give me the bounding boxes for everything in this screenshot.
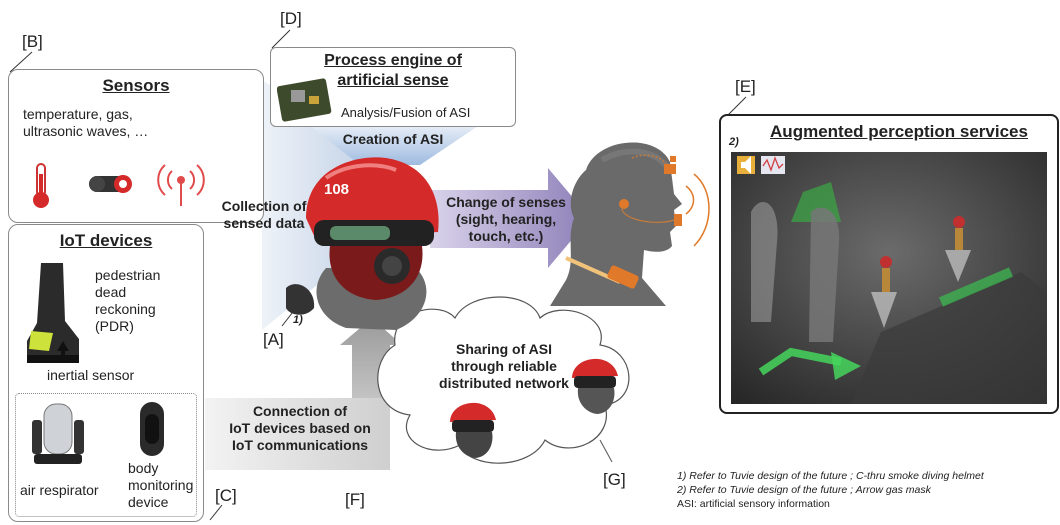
- wearables-subbox: air respirator body monitoring device: [15, 393, 197, 517]
- collection-line2: sensed data: [223, 215, 305, 231]
- inertial-pointer: [57, 341, 69, 363]
- iot-devices-box: IoT devices pedestrian dead reckoning (P…: [8, 224, 204, 522]
- footnote-1: 1) Refer to Tuvie design of the future ;…: [677, 470, 984, 482]
- pdr-line3: reckoning: [95, 301, 156, 317]
- sharing-line1: Sharing of ASI: [456, 341, 552, 357]
- body-line1: body: [128, 460, 159, 476]
- footnote-3: ASI: artificial sensory information: [677, 498, 830, 510]
- sensors-desc-line1: temperature, gas,: [23, 106, 133, 122]
- process-sub: Analysis/Fusion of ASI: [341, 105, 471, 120]
- pdr-line2: dead: [95, 284, 127, 300]
- sharing-line3: distributed network: [439, 375, 569, 391]
- helmet-number: 108: [324, 181, 349, 198]
- air-respirator-label: air respirator: [20, 482, 99, 498]
- pdr-line1: pedestrian: [95, 267, 161, 283]
- sharing-line2: through reliable: [451, 358, 557, 374]
- smoke-scene-image: [731, 152, 1047, 404]
- change-line2: (sight, hearing,: [455, 211, 557, 227]
- inertial-sensor-label: inertial sensor: [47, 367, 135, 383]
- g-leader: [599, 439, 613, 463]
- sensors-box: Sensors temperature, gas, ultrasonic wav…: [8, 69, 264, 223]
- label-d: [D]: [280, 9, 302, 28]
- augmented-box: 2) Augmented perception services: [719, 114, 1059, 414]
- process-title-line2: artificial sense: [337, 72, 449, 89]
- c-leader: [209, 504, 223, 521]
- network-helmet-2: [572, 358, 618, 414]
- pdr-line4: (PDR): [95, 318, 134, 334]
- gas-sensor-icon: [89, 175, 132, 193]
- creation-fan: [300, 118, 490, 165]
- change-arrow: [430, 168, 590, 268]
- label-a: [A]: [263, 330, 284, 349]
- air-respirator-icon: [32, 403, 84, 464]
- sensor-icons: [33, 163, 205, 208]
- label-b: [B]: [22, 32, 43, 51]
- label-f: [F]: [345, 490, 365, 509]
- augmented-title: Augmented perception services: [770, 122, 1028, 141]
- augmented-marker: 2): [729, 136, 739, 148]
- body-line2: monitoring: [128, 477, 194, 493]
- thermometer-icon: [33, 163, 49, 208]
- sense-wave: [693, 173, 710, 247]
- head-silhouette: [550, 142, 695, 306]
- sensors-title: Sensors: [102, 76, 170, 95]
- footnote-2: 2) Refer to Tuvie design of the future ;…: [677, 484, 931, 496]
- boot-icon: [27, 263, 79, 363]
- network-helmet-1: [450, 402, 496, 458]
- connection-band: [205, 398, 390, 470]
- wristband-icon: [140, 402, 164, 456]
- collection-line1: Collection of: [221, 198, 307, 214]
- connection-line1: Connection of: [252, 403, 348, 419]
- label-e: [E]: [735, 77, 756, 96]
- connection-line3: IoT communications: [231, 437, 369, 453]
- firefighter-helmet: 108: [286, 157, 439, 330]
- e-leader: [727, 96, 747, 116]
- change-line1: Change of senses: [446, 194, 566, 210]
- connection-line2: IoT devices based on: [229, 420, 371, 436]
- label-g: [G]: [603, 470, 626, 489]
- creation-label: Creation of ASI: [342, 131, 444, 147]
- ultrasonic-icon: [157, 164, 205, 206]
- process-title-line1: Process engine of: [324, 52, 462, 69]
- process-engine-box: Process engine of artificial sense Analy…: [270, 47, 516, 127]
- change-line3: touch, etc.): [468, 228, 544, 244]
- d-leader: [271, 29, 291, 49]
- sensors-desc-line2: ultrasonic waves, …: [23, 123, 149, 139]
- circuit-board-icon: [277, 78, 332, 122]
- b-leader: [9, 51, 33, 73]
- label-c: [C]: [215, 486, 237, 505]
- iot-title: IoT devices: [59, 231, 153, 250]
- helmet-footnote: 1): [293, 314, 303, 326]
- body-line3: device: [128, 494, 169, 510]
